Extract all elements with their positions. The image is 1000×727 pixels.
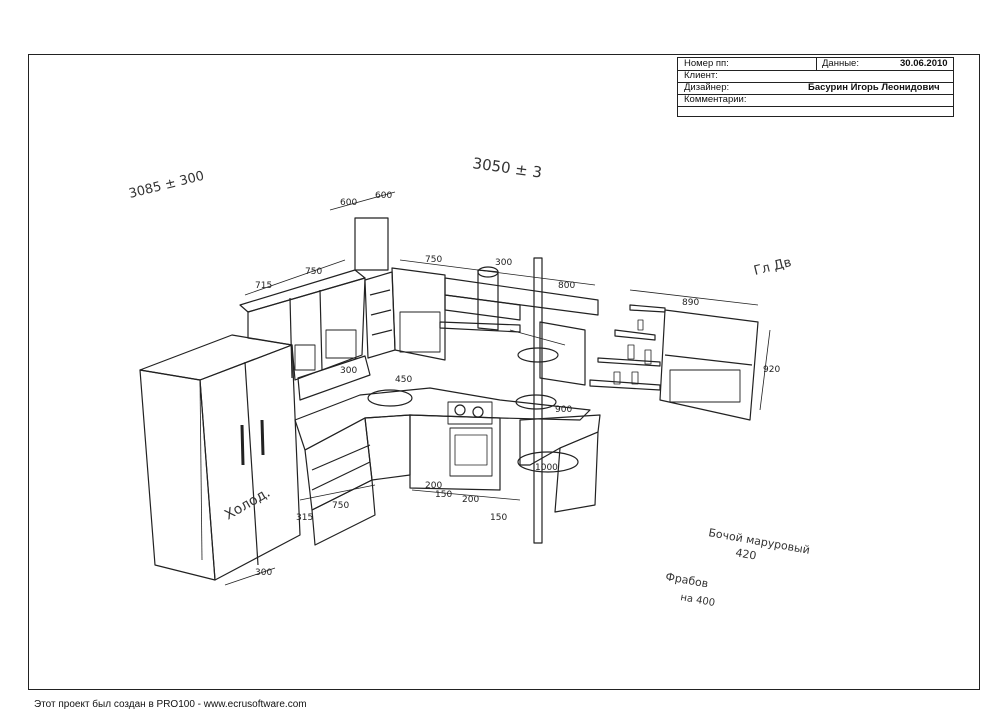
dim-920: 920 (763, 365, 780, 375)
dim-300b: 300 (340, 366, 357, 376)
note-bottom-right-2: 420 (734, 546, 757, 562)
shelves-right (589, 304, 759, 421)
title-row-comments: Комментарии: (678, 94, 953, 107)
date-value: 30.06.2010 (900, 58, 948, 69)
dim-200b: 200 (462, 495, 479, 505)
dim-150b: 150 (490, 513, 507, 523)
number-label: Номер пп: (684, 58, 729, 69)
dimension-labels: 600 600 715 750 750 300 800 890 920 300 … (255, 191, 780, 578)
corner-column (354, 217, 396, 359)
dim-1000: 1000 (535, 463, 558, 473)
drawing-frame (28, 54, 980, 690)
fridge-cabinet (139, 334, 301, 581)
title-row-designer: Дизайнер: Басурин Игорь Леонидович (678, 82, 953, 95)
client-label: Клиент: (684, 70, 718, 81)
dim-150a: 150 (435, 490, 452, 500)
title-row-client: Клиент: (678, 70, 953, 83)
dim-715: 715 (255, 281, 272, 291)
dim-450: 450 (395, 375, 412, 385)
note-fridge: Холод. (222, 485, 273, 524)
dim-300c: 300 (255, 568, 272, 578)
designer-value: Басурин Игорь Леонидович (808, 82, 940, 93)
dim-890: 890 (682, 298, 699, 308)
dim-600b: 600 (375, 191, 392, 201)
dim-750a: 750 (305, 267, 322, 277)
dim-300a: 300 (495, 258, 512, 268)
dim-750b: 750 (425, 255, 442, 265)
bar-counter (515, 257, 601, 544)
dim-800: 800 (558, 281, 575, 291)
title-row-number: Номер пп: Данные: 30.06.2010 (678, 58, 953, 71)
handwritten-notes: 3085 ± 300 3050 ± 3 Гл Дв Холод. Бочой м… (127, 154, 811, 609)
dim-900: 900 (555, 405, 572, 415)
dim-315: 315 (296, 513, 313, 523)
comments-label: Комментарии: (684, 94, 747, 105)
upper-cabinets-left (239, 269, 371, 401)
dimension-lines (224, 191, 771, 586)
note-bottom-right-4: на 400 (679, 592, 715, 609)
dim-200a: 200 (425, 481, 442, 491)
title-block: Номер пп: Данные: 30.06.2010 Клиент: Диз… (677, 57, 954, 117)
designer-label: Дизайнер: (684, 82, 730, 93)
note-top-right: Гл Дв (752, 255, 793, 279)
date-label: Данные: (822, 58, 859, 69)
note-top-left: 3085 ± 300 (127, 169, 205, 202)
dim-600a: 600 (340, 198, 357, 208)
dim-750c: 750 (332, 501, 349, 511)
note-bottom-right-3: Фрабов (664, 570, 709, 590)
footer-credit: Этот проект был создан в PRO100 - www.ec… (34, 699, 307, 710)
note-bottom-right-1: Бочой маруровый (707, 526, 810, 557)
note-top-center: 3050 ± 3 (471, 154, 543, 182)
